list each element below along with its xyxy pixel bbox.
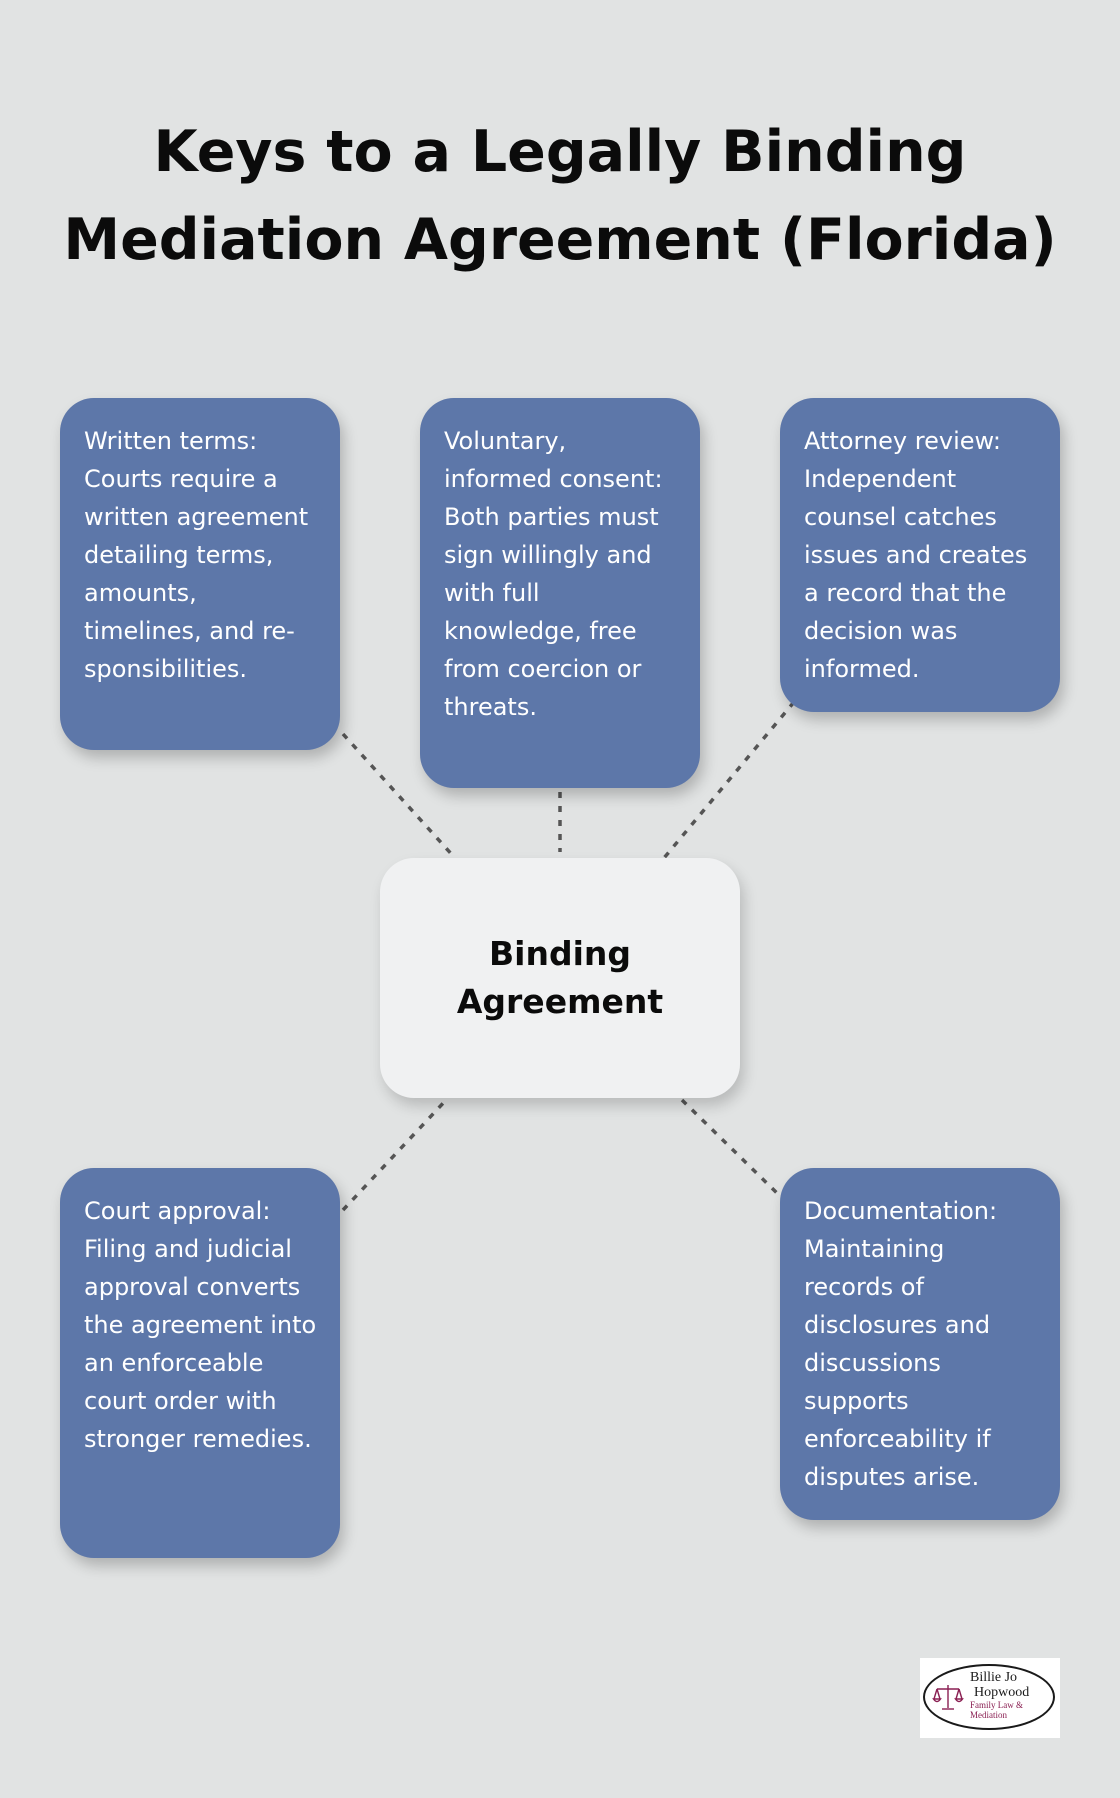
logo-sub-line-2: Mediation <box>970 1710 1007 1720</box>
card-attorney-review: Attorney review: Independent counsel cat… <box>780 398 1060 712</box>
center-node-label: Binding Agreement <box>456 934 664 1021</box>
card-voluntary-consent: Voluntary, informed consent: Both partie… <box>420 398 700 788</box>
page-title: Keys to a Legally Binding Mediation Agre… <box>0 108 1120 284</box>
firm-logo: Billie Jo Hopwood Family Law & Mediation <box>920 1658 1060 1738</box>
card-attorney-review-text: Attorney review: Independent counsel cat… <box>804 427 1028 683</box>
card-documentation-text: Documentation: Maintaining records of di… <box>804 1197 998 1491</box>
page-title-line-2: Mediation Agreement (Florida) <box>63 207 1057 273</box>
page-title-line-1: Keys to a Legally Binding <box>153 119 967 185</box>
card-documentation: Documentation: Maintaining records of di… <box>780 1168 1060 1520</box>
center-node-binding-agreement: Binding Agreement <box>380 858 740 1098</box>
card-written-terms-text: Written terms: Courts require a written … <box>84 427 309 683</box>
logo-tagline: Family Law & Mediation <box>970 1700 1023 1720</box>
logo-sub-line-1: Family Law & <box>970 1700 1023 1710</box>
logo-ellipse <box>923 1664 1055 1730</box>
scales-of-justice-icon <box>932 1685 964 1710</box>
logo-name-line-1: Billie Jo <box>970 1670 1018 1685</box>
connector-documentation <box>680 1098 782 1198</box>
card-voluntary-consent-text: Voluntary, informed consent: Both partie… <box>444 427 663 721</box>
connector-attorney-review <box>662 700 796 860</box>
logo-firm-name: Billie Jo Hopwood <box>970 1670 1029 1700</box>
logo-name-line-2: Hopwood <box>974 1685 1030 1700</box>
connector-court-approval <box>341 1096 450 1212</box>
card-written-terms: Written terms: Courts require a written … <box>60 398 340 750</box>
card-court-approval: Court approval: Filing and judicial appr… <box>60 1168 340 1558</box>
card-court-approval-text: Court approval: Filing and judicial appr… <box>84 1197 317 1453</box>
